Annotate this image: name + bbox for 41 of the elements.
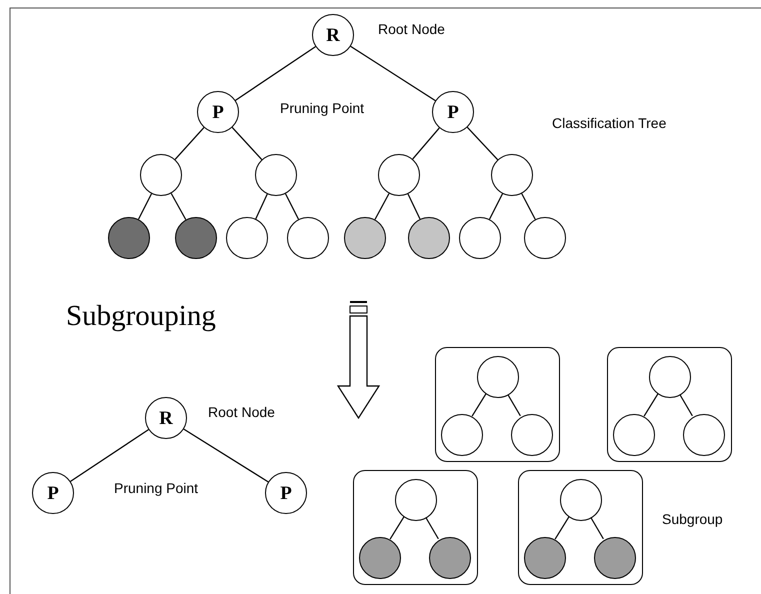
labeled-tree-node: R <box>145 397 187 439</box>
tree-branch-line <box>350 46 436 102</box>
annotation-text: Pruning Point <box>280 101 364 115</box>
tree-branch-line <box>472 394 486 416</box>
tree-branch-line <box>679 394 693 416</box>
tree-branch-line <box>390 516 404 540</box>
tree-branch-line <box>284 193 300 220</box>
tree-branch-line <box>184 428 268 482</box>
annotation-text: Root Node <box>378 22 445 36</box>
subgroup-box <box>435 347 560 462</box>
tree-branch-line <box>407 194 421 220</box>
annotation-text: Pruning Point <box>114 481 198 495</box>
annotation-text: Root Node <box>208 405 275 419</box>
tree-branch-line <box>590 516 604 540</box>
tree-branch-line <box>170 193 186 220</box>
annotation-text: Classification Tree <box>552 116 666 130</box>
tree-branch-line <box>554 516 570 540</box>
tree-branch-line <box>488 193 504 220</box>
tree-branch-line <box>232 127 262 160</box>
tree-branch-line <box>235 46 316 101</box>
labeled-tree-node: P <box>32 472 74 514</box>
tree-branch-line <box>174 127 204 160</box>
subgroup-box <box>518 470 643 585</box>
labeled-tree-node: P <box>432 91 474 133</box>
tree-branch-line <box>507 394 521 416</box>
labeled-tree-node: P <box>197 91 239 133</box>
labeled-tree-node: R <box>312 14 354 56</box>
tree-branch-line <box>425 516 439 540</box>
section-heading: Subgrouping <box>66 302 216 331</box>
subgroup-box <box>607 347 732 462</box>
tree-branch-line <box>255 194 268 220</box>
tree-branch-line <box>644 394 658 416</box>
tree-branch-line <box>374 193 390 220</box>
tree-branch-line <box>466 126 498 160</box>
tree-branch-line <box>412 128 440 160</box>
subgroup-box <box>353 470 478 585</box>
tree-branch-line <box>521 193 536 220</box>
tree-branch-line <box>70 429 149 482</box>
tree-branch-line <box>138 193 152 220</box>
labeled-tree-node: P <box>265 472 307 514</box>
annotation-text: Subgroup <box>662 512 723 526</box>
